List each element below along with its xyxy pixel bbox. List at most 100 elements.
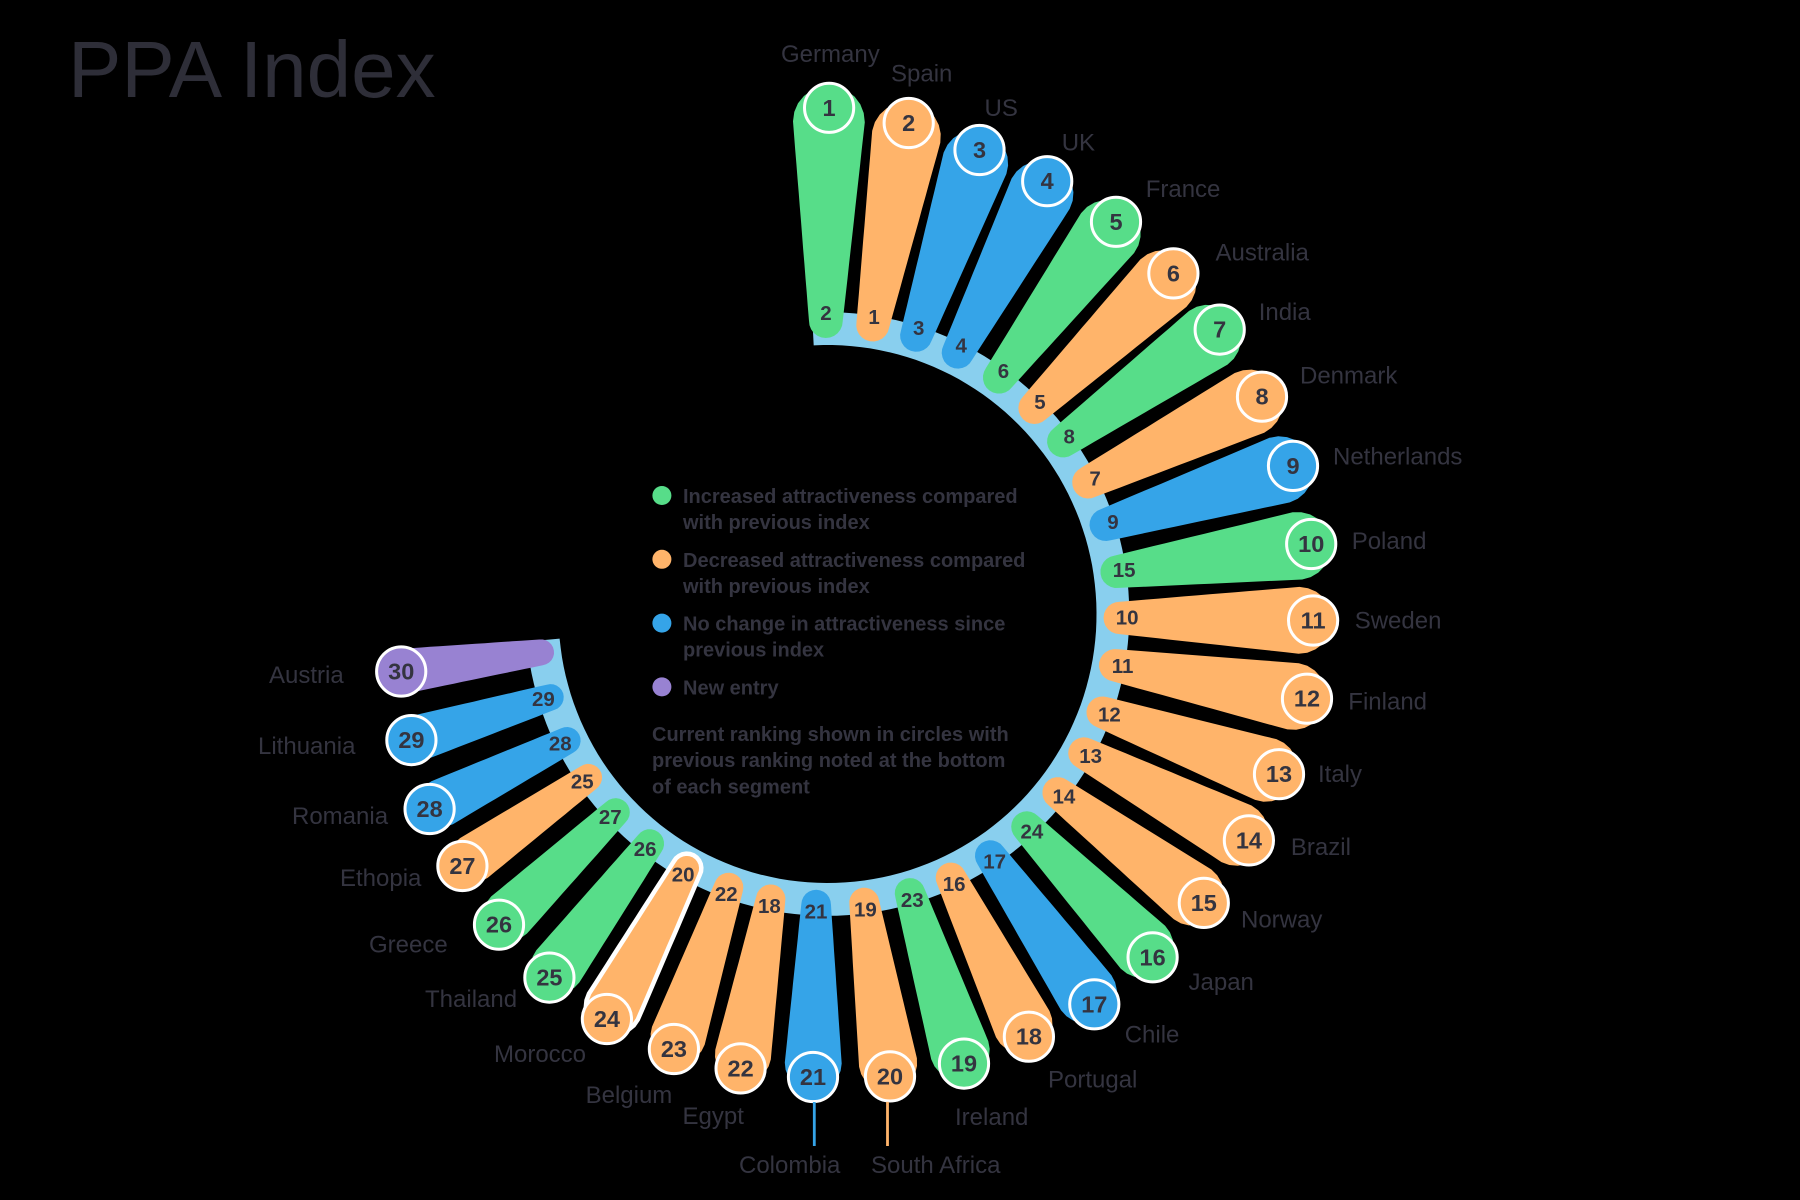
svg-text:UK: UK: [1062, 130, 1095, 157]
svg-text:US: US: [985, 95, 1018, 122]
svg-text:Thailand: Thailand: [425, 986, 517, 1013]
svg-text:Norway: Norway: [1241, 906, 1322, 933]
svg-text:9: 9: [1286, 453, 1299, 479]
svg-text:11: 11: [1301, 608, 1326, 634]
svg-text:24: 24: [1020, 821, 1043, 844]
svg-text:1: 1: [823, 95, 836, 121]
svg-text:Australia: Australia: [1216, 240, 1310, 267]
svg-text:India: India: [1259, 299, 1312, 326]
svg-text:Romania: Romania: [292, 803, 389, 830]
svg-text:Japan: Japan: [1189, 969, 1254, 996]
svg-text:Netherlands: Netherlands: [1333, 444, 1462, 471]
svg-text:previous index: previous index: [683, 640, 824, 662]
svg-text:10: 10: [1116, 607, 1139, 630]
svg-text:Current ranking shown in circl: Current ranking shown in circles with: [652, 724, 1009, 746]
svg-text:Belgium: Belgium: [586, 1082, 673, 1109]
svg-text:17: 17: [1081, 991, 1107, 1017]
svg-text:18: 18: [758, 895, 781, 918]
svg-text:26: 26: [634, 838, 657, 861]
svg-text:Ireland: Ireland: [955, 1104, 1028, 1131]
svg-text:Finland: Finland: [1348, 688, 1427, 715]
svg-text:12: 12: [1294, 686, 1320, 712]
svg-text:25: 25: [536, 965, 562, 991]
svg-text:Ethopia: Ethopia: [340, 865, 422, 892]
svg-text:3: 3: [973, 137, 986, 163]
svg-text:Denmark: Denmark: [1300, 362, 1398, 389]
svg-text:4: 4: [955, 335, 967, 358]
svg-text:15: 15: [1113, 559, 1136, 582]
svg-text:France: France: [1146, 176, 1221, 203]
svg-text:Germany: Germany: [781, 41, 880, 68]
svg-text:18: 18: [1016, 1024, 1042, 1050]
svg-text:Chile: Chile: [1125, 1022, 1180, 1049]
svg-text:24: 24: [594, 1006, 620, 1032]
svg-text:17: 17: [983, 850, 1006, 873]
svg-text:23: 23: [901, 889, 924, 912]
svg-text:Increased attractiveness compa: Increased attractiveness compared: [683, 486, 1018, 508]
svg-text:26: 26: [486, 912, 512, 938]
svg-text:Egypt: Egypt: [683, 1103, 745, 1130]
svg-text:with previous index: with previous index: [682, 512, 870, 534]
svg-text:20: 20: [672, 863, 695, 886]
svg-text:29: 29: [532, 688, 555, 711]
svg-text:29: 29: [398, 727, 424, 753]
svg-text:14: 14: [1236, 827, 1262, 853]
svg-text:Brazil: Brazil: [1291, 834, 1351, 861]
svg-text:8: 8: [1255, 384, 1268, 410]
svg-text:30: 30: [388, 659, 414, 685]
svg-text:South Africa: South Africa: [871, 1152, 1001, 1179]
svg-text:22: 22: [715, 883, 738, 906]
svg-text:7: 7: [1213, 317, 1226, 343]
svg-text:Poland: Poland: [1352, 528, 1427, 555]
svg-text:12: 12: [1098, 703, 1121, 726]
svg-text:9: 9: [1107, 511, 1118, 534]
svg-text:5: 5: [1109, 209, 1122, 235]
svg-text:2: 2: [820, 302, 831, 325]
svg-text:16: 16: [943, 873, 966, 896]
svg-text:Lithuania: Lithuania: [258, 733, 356, 760]
svg-text:27: 27: [599, 806, 622, 829]
svg-text:Morocco: Morocco: [494, 1041, 586, 1068]
svg-text:20: 20: [877, 1063, 903, 1089]
svg-text:Greece: Greece: [369, 932, 448, 959]
svg-text:7: 7: [1089, 468, 1100, 491]
svg-text:27: 27: [449, 853, 475, 879]
svg-text:Colombia: Colombia: [739, 1152, 841, 1179]
svg-text:19: 19: [951, 1051, 977, 1077]
svg-text:4: 4: [1041, 168, 1054, 194]
svg-text:15: 15: [1191, 890, 1217, 916]
svg-text:1: 1: [868, 306, 879, 329]
svg-text:19: 19: [854, 899, 877, 922]
svg-text:5: 5: [1034, 391, 1045, 414]
svg-text:23: 23: [661, 1036, 687, 1062]
svg-text:2: 2: [902, 110, 915, 136]
svg-text:No change in attractiveness si: No change in attractiveness since: [683, 614, 1005, 636]
svg-text:28: 28: [417, 796, 443, 822]
svg-text:6: 6: [998, 360, 1009, 383]
svg-text:11: 11: [1112, 655, 1134, 678]
svg-text:Decreased attractiveness compa: Decreased attractiveness compared: [683, 550, 1025, 572]
svg-text:25: 25: [571, 770, 594, 793]
svg-text:Portugal: Portugal: [1048, 1066, 1137, 1093]
svg-text:8: 8: [1063, 426, 1074, 449]
svg-text:16: 16: [1140, 944, 1166, 970]
svg-text:21: 21: [805, 901, 828, 924]
svg-text:Sweden: Sweden: [1355, 607, 1442, 634]
svg-text:PPA Index: PPA Index: [68, 25, 436, 114]
svg-text:Austria: Austria: [269, 662, 344, 689]
svg-text:with previous index: with previous index: [682, 576, 870, 598]
svg-text:previous ranking noted at the: previous ranking noted at the bottom: [652, 750, 1005, 772]
svg-text:14: 14: [1052, 786, 1075, 809]
svg-text:13: 13: [1079, 745, 1102, 768]
svg-text:Italy: Italy: [1318, 761, 1362, 788]
svg-text:13: 13: [1266, 761, 1292, 787]
svg-text:of each segment: of each segment: [652, 776, 810, 798]
svg-text:21: 21: [800, 1064, 826, 1090]
svg-text:22: 22: [728, 1055, 754, 1081]
svg-text:Spain: Spain: [891, 61, 952, 88]
svg-text:3: 3: [913, 317, 924, 340]
svg-text:10: 10: [1298, 531, 1324, 557]
svg-text:New entry: New entry: [683, 677, 779, 699]
svg-text:6: 6: [1167, 260, 1180, 286]
svg-text:28: 28: [549, 732, 572, 755]
